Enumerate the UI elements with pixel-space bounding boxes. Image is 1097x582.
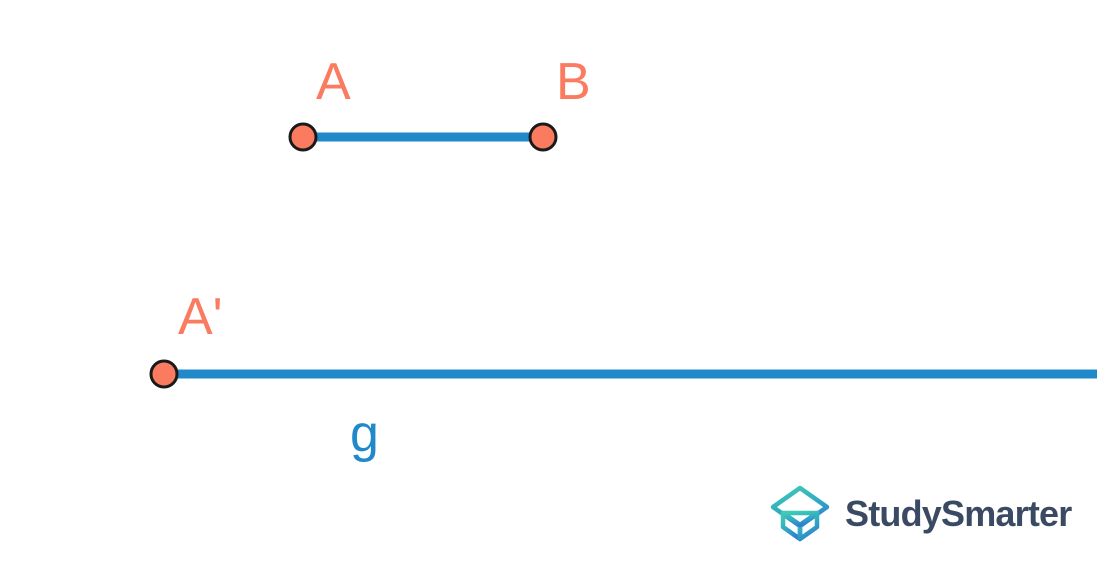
studysmarter-logo: StudySmarter	[769, 485, 1072, 543]
point-b-label[interactable]: B	[556, 53, 591, 111]
studysmarter-mark-icon	[770, 485, 830, 542]
studysmarter-wordmark: StudySmarter	[845, 493, 1072, 534]
point-a-prime-label[interactable]: A'	[178, 288, 223, 346]
point-b-marker[interactable]	[528, 122, 558, 152]
point-a-marker[interactable]	[288, 122, 318, 152]
point-a-label[interactable]: A	[316, 53, 351, 111]
point-a-prime-marker[interactable]	[149, 359, 179, 389]
ray-g-label[interactable]: g	[350, 405, 379, 463]
